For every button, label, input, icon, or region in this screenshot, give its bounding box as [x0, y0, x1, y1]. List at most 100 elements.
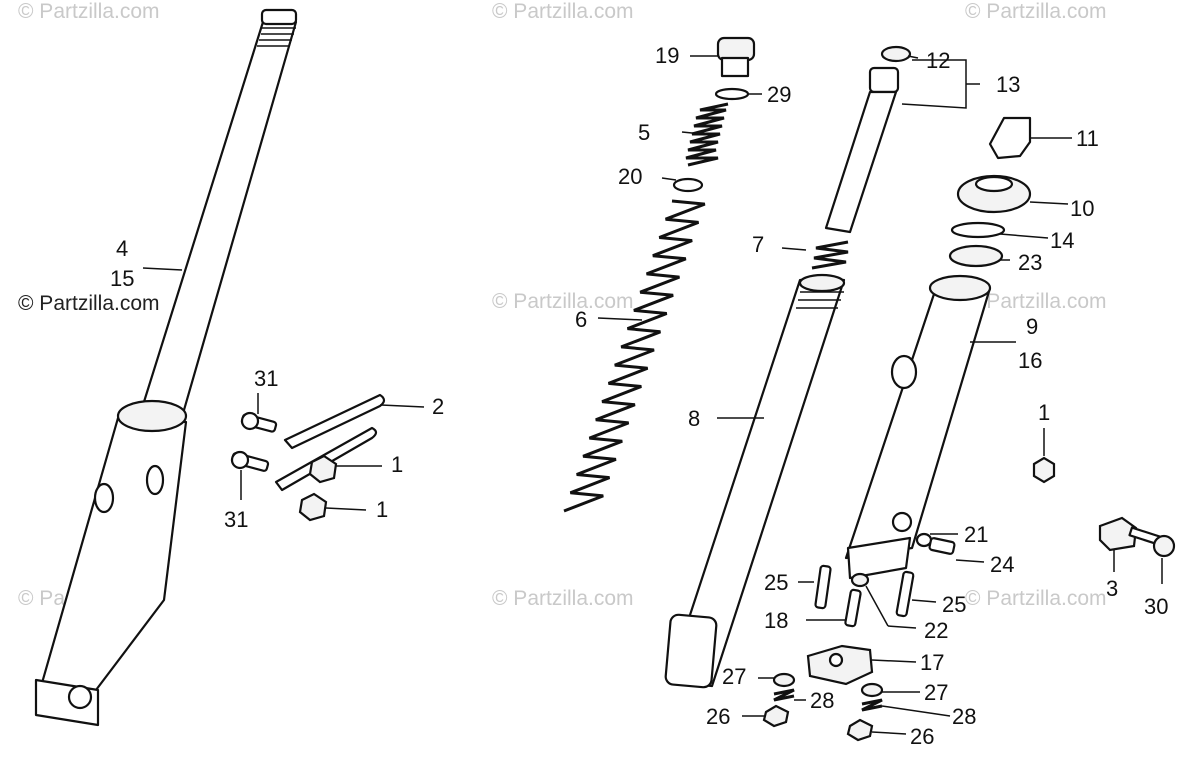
callout-14: 14	[1050, 228, 1074, 253]
callout-31b: 31	[224, 507, 248, 532]
spring-28-right	[861, 698, 883, 712]
inner-tube-top	[798, 273, 846, 293]
outer-slider-top	[928, 274, 992, 302]
callout-22: 22	[924, 618, 948, 643]
stud-25-left	[814, 564, 832, 610]
fork-outer-slider	[38, 416, 188, 692]
o-ring-29	[714, 87, 750, 101]
leader-10	[1029, 201, 1069, 205]
watermark-7: © Partzilla.com	[492, 587, 634, 610]
callout-17: 17	[920, 650, 944, 675]
callout-28a: 28	[810, 688, 834, 713]
axle-holder-group	[1098, 516, 1176, 584]
fork-dust-seal	[116, 399, 188, 433]
leader-25b	[911, 599, 937, 603]
callout-7: 7	[752, 232, 764, 257]
drain-bolt-hole	[891, 511, 913, 533]
callout-1c: 1	[1038, 400, 1050, 425]
callout-25a: 25	[764, 570, 788, 595]
callout-18: 18	[764, 608, 788, 633]
callout-10: 10	[1070, 196, 1094, 221]
watermark-5: © Partzilla.com	[965, 290, 1107, 313]
callout-27b: 27	[924, 680, 948, 705]
leader-24	[955, 559, 985, 563]
callout-1b: 1	[376, 497, 388, 522]
leader-17	[871, 659, 917, 663]
callout-25b: 25	[942, 592, 966, 617]
spring-stack	[563, 36, 762, 513]
callout-21: 21	[964, 522, 988, 547]
fork-boss	[93, 482, 115, 514]
leader-22b	[887, 625, 917, 629]
piston-ring-12	[880, 45, 912, 63]
brake-hose-guide-group	[230, 393, 425, 522]
callout-3: 3	[1106, 576, 1118, 601]
callout-2: 2	[432, 394, 444, 419]
watermark-dark: © Partzilla.com	[18, 292, 160, 315]
callout-1a: 1	[391, 452, 403, 477]
watermark-3: © Partzilla.com	[965, 0, 1107, 23]
callout-23: 23	[1018, 250, 1042, 275]
fork-cap-thread	[720, 56, 750, 78]
watermark-1: © Partzilla.com	[18, 0, 160, 23]
nut-26-left	[762, 704, 790, 728]
dust-seal-inner	[974, 175, 1014, 193]
callout-31a: 31	[254, 366, 278, 391]
leader-2	[379, 404, 425, 408]
axle-holder-3	[1098, 516, 1138, 552]
callout-24: 24	[990, 552, 1014, 577]
leader-4	[142, 267, 183, 271]
bolt-30-head	[1152, 534, 1176, 558]
callout-12: 12	[926, 48, 950, 73]
callout-11: 11	[1076, 126, 1099, 151]
leader-6	[597, 317, 643, 321]
bolt-18	[844, 588, 862, 628]
slider-boss	[890, 354, 918, 390]
leader-7	[781, 247, 807, 251]
axle-hole	[67, 684, 93, 710]
callout-29: 29	[767, 82, 791, 107]
callout-28b: 28	[952, 704, 976, 729]
bolt-31-upper-head	[240, 411, 260, 431]
leader-14	[999, 233, 1049, 239]
holder-hole	[828, 652, 844, 668]
long-spring-6	[563, 199, 706, 513]
callout-9: 9	[1026, 314, 1038, 339]
drain-bolt-group	[915, 532, 985, 563]
callout-6: 6	[575, 307, 587, 332]
stopper-ring-14	[950, 221, 1006, 239]
nut-1-right	[1032, 456, 1056, 484]
callout-8: 8	[688, 406, 700, 431]
callout-30: 30	[1144, 594, 1168, 619]
stud-25-right	[895, 570, 915, 618]
cap-27-right	[860, 682, 884, 698]
washer-22	[850, 572, 870, 588]
fork-inner-tube	[141, 20, 298, 412]
callout-26a: 26	[706, 704, 730, 729]
callout-15: 15	[110, 266, 134, 291]
watermark-4: © Partzilla.com	[492, 290, 634, 313]
damper-rod-13	[824, 90, 898, 234]
callout-16: 16	[1018, 348, 1042, 373]
washer-21	[915, 532, 933, 548]
watermark-8: © Partzilla.com	[965, 587, 1107, 610]
leader-22a	[865, 585, 889, 627]
leader-5	[681, 131, 703, 135]
lower-axle-holder-group	[742, 644, 951, 742]
fork-cap-bolt	[716, 36, 756, 62]
nut-1-lower	[298, 492, 328, 522]
callout-20: 20	[618, 164, 642, 189]
rebound-spring-7	[811, 240, 849, 270]
hose-guide-upper	[283, 393, 386, 450]
fork-inner-tube-assembly	[664, 45, 980, 689]
nut-1-upper	[308, 454, 338, 484]
callout-4: 4	[116, 236, 128, 261]
callout-26b: 26	[910, 724, 934, 749]
callout-5: 5	[638, 120, 650, 145]
outer-slider-9	[844, 286, 992, 560]
spring-28-left	[773, 688, 795, 702]
short-spring-5	[685, 102, 729, 167]
outer-slider-assembly	[844, 116, 1072, 580]
